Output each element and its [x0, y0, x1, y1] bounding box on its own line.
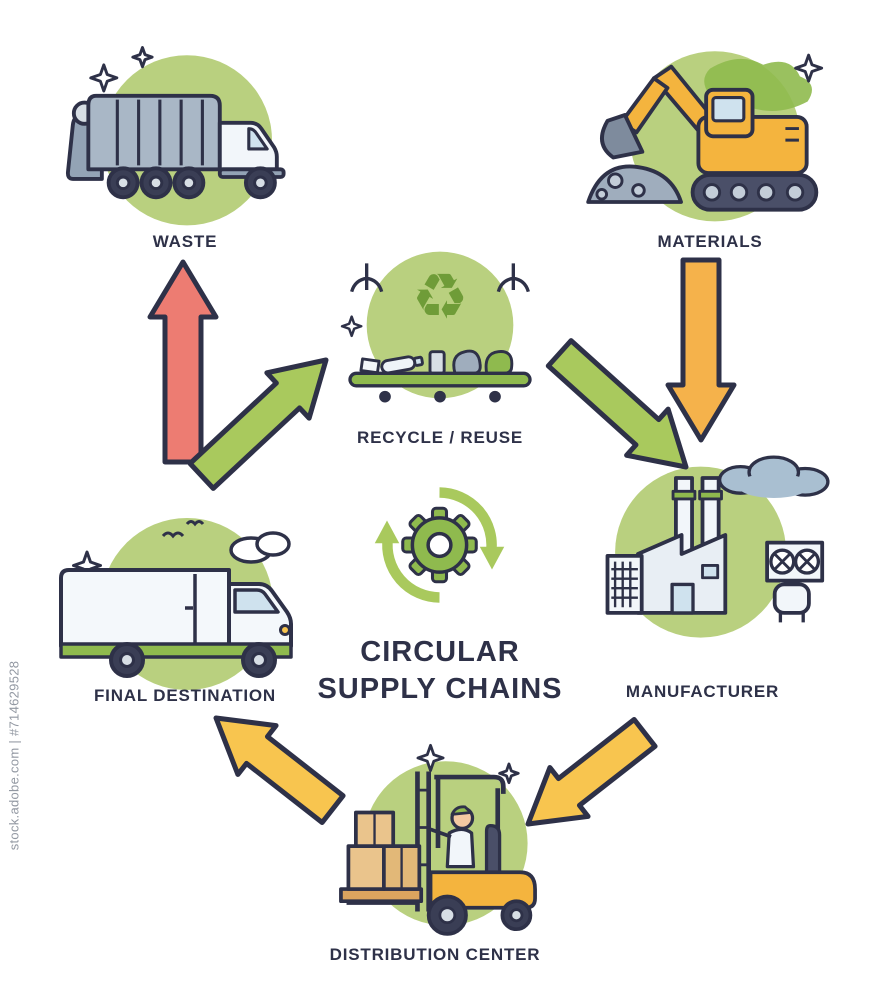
node-materials — [565, 28, 855, 236]
van — [59, 568, 293, 678]
garbage-truck — [65, 93, 286, 200]
distribution-center-label: DISTRIBUTION CENTER — [329, 945, 541, 964]
final-destination-label: FINAL DESTINATION — [93, 686, 277, 705]
delivery-van-icon — [59, 518, 293, 690]
title-line-2: SUPPLY CHAINS — [317, 673, 563, 705]
node-final-destination — [35, 508, 335, 703]
garbage-truck-icon — [65, 46, 286, 226]
sparkle-icon — [794, 53, 824, 83]
node-recycle-reuse: ♻ — [315, 240, 565, 420]
cloud-icon — [229, 531, 291, 564]
node-distribution-center — [298, 736, 578, 946]
factory-building — [605, 476, 825, 623]
excavator — [586, 64, 819, 212]
excavator-icon — [586, 51, 824, 222]
recycle-symbol-icon: ♻ — [412, 262, 469, 332]
materials-label: MATERIALS — [657, 232, 763, 251]
node-waste — [40, 32, 330, 240]
forklift-icon — [339, 743, 537, 936]
bird-icon — [161, 520, 205, 539]
cycle-arrows-icon — [374, 487, 505, 603]
stock-watermark: stock.adobe.com | #714629528 — [6, 660, 22, 851]
recycle-reuse-label: RECYCLE / REUSE — [357, 428, 523, 447]
node-manufacturer — [560, 440, 845, 673]
center-emblem — [352, 482, 527, 636]
recycle-conveyor-icon: ♻ — [340, 251, 532, 403]
waste-label: WASTE — [152, 232, 218, 251]
gear-icon — [401, 506, 478, 584]
sparkle-icon — [89, 46, 154, 93]
title-line-1: CIRCULAR — [360, 636, 520, 668]
arrow-final-destination-to-waste-icon — [147, 259, 219, 465]
forklift — [339, 771, 537, 936]
sparkle-icon — [416, 743, 520, 785]
factory-icon — [605, 455, 830, 638]
smoke-cloud-icon — [717, 455, 830, 498]
gear-cycle-icon — [374, 487, 505, 603]
arrow-materials-to-manufacturer-icon — [665, 257, 737, 443]
conveyor-belt — [348, 371, 532, 403]
grabber-claws — [350, 263, 530, 293]
diagram-title: CIRCULAR SUPPLY CHAINS — [280, 634, 600, 708]
manufacturer-label: MANUFACTURER — [625, 682, 780, 701]
sparkle-icon — [340, 315, 363, 338]
